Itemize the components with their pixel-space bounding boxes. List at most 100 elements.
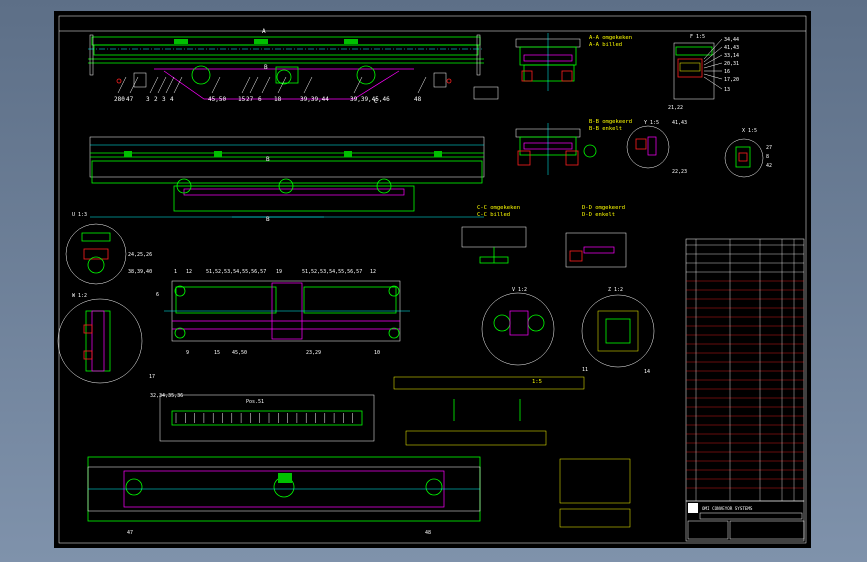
title-block: OMI CONVEYOR SYSTEMS — [685, 500, 805, 542]
plan-view-callout-bottom: 9 — [186, 350, 189, 356]
leader-line — [117, 76, 127, 94]
detail-u-title: U 1:3 — [72, 212, 87, 218]
svg-text:B: B — [266, 216, 270, 223]
detail-w: W 1:2 17 — [57, 293, 155, 384]
leader-line — [249, 76, 259, 94]
detail-y-title: Y 1:5 — [644, 120, 659, 126]
section-c-c-title: C-C omgekeken — [477, 205, 520, 211]
leader-line — [353, 76, 363, 94]
detail-x-callout-3: 42 — [766, 163, 772, 169]
pos-51-table: Pos.51 — [159, 394, 375, 442]
plan-view-callout-top: 51,52,53,54,55,56,57 — [302, 269, 362, 275]
bottom-callout-47: 47 — [127, 530, 133, 536]
leader-line — [157, 76, 167, 94]
detail-f-callout: 33,14 — [724, 53, 739, 59]
detail-u: U 1:3 24,25,26 38,39,40 — [65, 212, 152, 285]
bottom-callout-48: 48 — [425, 530, 431, 536]
section-b-b-subtitle: B-B enkelt — [589, 126, 622, 132]
top-view-callout: 39,39,45,46 — [350, 96, 390, 103]
notes-area: 1:5 — [393, 376, 631, 528]
detail-w-title: W 1:2 — [72, 293, 87, 299]
section-d-d-view: D-D omgekeerd D-D enkelt — [565, 205, 627, 268]
top-view-callout: 2 — [154, 96, 158, 103]
svg-text:B: B — [266, 156, 270, 163]
leader-line — [417, 76, 427, 94]
detail-z-title: Z 1:2 — [608, 287, 623, 293]
top-view-callout: 48 — [414, 96, 422, 103]
detail-x-callout-2: 8 — [766, 154, 769, 160]
plan-view-callout-bottom: 23,29 — [306, 350, 321, 356]
detail-f-callout: 16 — [724, 69, 730, 75]
section-mark-a: A — [262, 28, 266, 35]
detail-x-callout-1: 27 — [766, 145, 772, 151]
detail-f: F 1:5 34,44 41,43 33,14 20,31 16 17,20 13 21,22 — [668, 34, 739, 111]
bottom-view: 47 48 — [87, 456, 481, 536]
company-name: OMI CONVEYOR SYSTEMS — [702, 506, 753, 511]
section-a-a-view: A-A omgekeken A-A billed — [515, 33, 632, 91]
section-mark-c: C — [374, 98, 378, 105]
leader-line — [703, 38, 723, 60]
detail-v: V 1:2 — [481, 287, 555, 366]
section-b-b-view: B-B omgekeerd B-B enkelt — [515, 119, 632, 175]
detail-x-title: X 1:5 — [742, 128, 757, 134]
leader-line — [703, 76, 723, 90]
detail-x: X 1:5 27 8 42 — [724, 128, 772, 178]
detail-f-title: F 1:5 — [690, 34, 705, 40]
detail-f-callout: 21,22 — [668, 105, 683, 111]
parts-list — [685, 238, 805, 502]
top-view-callout: 280 — [114, 96, 125, 103]
detail-z: Z 1:2 11 14 — [581, 287, 655, 375]
leader-line — [703, 62, 723, 69]
detail-z-callout-1: 11 — [582, 367, 588, 373]
leader-line — [277, 76, 287, 94]
detail-f-callout: 41,43 — [724, 45, 739, 51]
top-view-callout: 3 — [162, 96, 166, 103]
top-view-callout: 47 — [126, 96, 134, 103]
section-a-a-subtitle: A-A billed — [589, 42, 622, 48]
detail-f-callout: 20,31 — [724, 61, 739, 67]
detail-v-title: V 1:2 — [512, 287, 527, 293]
detail-f-callout: 34,44 — [724, 37, 739, 43]
leader-line — [703, 54, 723, 66]
leader-line — [211, 76, 221, 94]
section-d-d-title: D-D omgekeerd — [582, 205, 625, 211]
plan-view-callout-top: 1 — [174, 269, 177, 275]
detail-y-callout-1: 41,43 — [672, 120, 687, 126]
leader-line — [303, 76, 313, 94]
leader-line — [241, 76, 251, 94]
section-mark-b: B — [264, 64, 268, 71]
leader-line — [703, 46, 723, 63]
top-view-callout: 3 — [146, 96, 150, 103]
plan-view-callout-bottom: 10 — [374, 350, 380, 356]
plan-view-callout-bottom: 45,50 — [232, 350, 247, 356]
notes-scale: 1:5 — [532, 379, 542, 385]
leader-line — [703, 73, 723, 80]
top-view-callout: 4 — [170, 96, 174, 103]
detail-u-callout-1: 24,25,26 — [128, 252, 152, 258]
detail-u-callout-2: 38,39,40 — [128, 269, 152, 275]
leader-line — [173, 76, 183, 94]
top-view-callout: 15 — [238, 96, 246, 103]
plan-pos-callout: 32,34,35,36 — [150, 393, 183, 399]
middle-side-view: B B — [89, 136, 485, 223]
detail-f-callout: 17,20 — [724, 77, 739, 83]
section-c-c-subtitle: C-C billed — [477, 212, 510, 218]
detail-y: Y 1:5 41,43 22,23 — [626, 120, 687, 175]
pos-51-title: Pos.51 — [246, 399, 264, 405]
sheet-border — [58, 15, 807, 544]
leader-line — [165, 76, 175, 94]
plan-view-callout-bottom: 15 — [214, 350, 220, 356]
section-d-d-subtitle: D-D enkelt — [582, 212, 615, 218]
leader-line — [149, 76, 159, 94]
leader-line — [261, 76, 271, 94]
detail-z-callout-2: 14 — [644, 369, 650, 375]
leader-line — [129, 76, 139, 94]
plan-view-callout-top: 12 — [370, 269, 376, 275]
plan-view-callout-top: 12 — [186, 269, 192, 275]
top-view-callout: 39,39,44 — [300, 96, 329, 103]
detail-f-callout: 13 — [724, 87, 730, 93]
